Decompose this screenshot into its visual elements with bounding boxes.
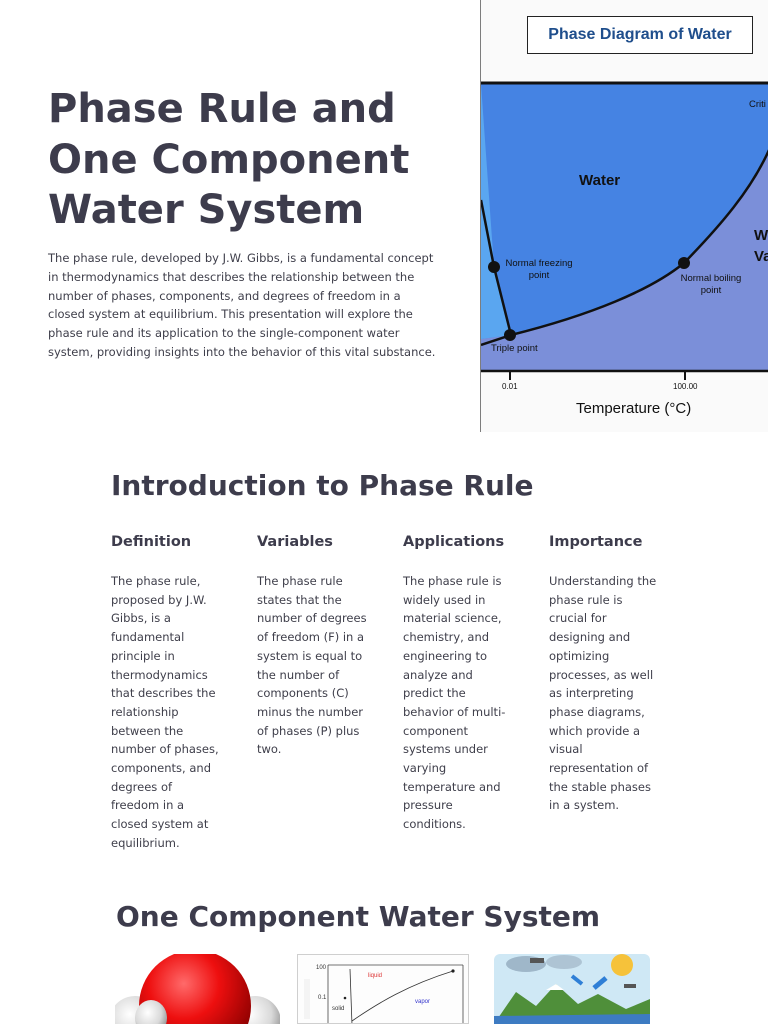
triple-point-label: Triple point	[491, 343, 538, 354]
intro-column-text: The phase rule is widely used in materia…	[403, 574, 506, 832]
vapor-region-label-2: Va	[754, 248, 768, 265]
hero-title: Phase Rule and One Component Water Syste…	[48, 86, 410, 233]
water-cycle-image	[486, 954, 662, 1024]
intro-column-text: Understanding the phase rule is crucial …	[549, 574, 657, 813]
intro-column-variables: Variables The phase rule states that the…	[257, 532, 369, 759]
oxygen-atom	[139, 954, 251, 1024]
water-molecule-image	[115, 954, 280, 1024]
plot-thumb-tick-mid: 0.1	[318, 995, 327, 1001]
water-region-label: Water	[579, 172, 621, 189]
plot-thumb-solid-label: solid	[332, 1006, 345, 1012]
hydrogen-overlap-left	[135, 1000, 167, 1024]
intro-column-applications: Applications The phase rule is widely us…	[403, 532, 515, 834]
freezing-point-marker	[488, 261, 500, 273]
intro-column-title: Importance	[549, 534, 643, 550]
intro-heading: Introduction to Phase Rule	[111, 469, 534, 502]
intro-column-title: Definition	[111, 534, 192, 550]
intro-column-text: The phase rule states that the number of…	[257, 574, 367, 757]
solid-region	[481, 84, 511, 339]
liquid-region	[481, 84, 768, 339]
diagram-title: Phase Diagram of Water	[527, 16, 753, 54]
intro-column-title: Applications	[403, 534, 505, 550]
phase-diagram-graphic	[481, 81, 768, 380]
critical-point-label: Criti	[749, 99, 766, 110]
intro-column-importance: Importance Understanding the phase rule …	[549, 532, 661, 815]
intro-column-title: Variables	[257, 534, 333, 550]
phase-plot-thumbnail: 100 0.1 liquid solid vapor	[297, 954, 469, 1024]
vapor-region-label-1: W	[754, 227, 768, 244]
x-tick-label-1: 0.01	[502, 382, 518, 391]
plot-thumb-vapor-label: vapor	[415, 999, 431, 1005]
hero-description: The phase rule, developed by J.W. Gibbs,…	[48, 251, 436, 359]
x-tick-label-2: 100.00	[673, 382, 698, 391]
intro-column-definition: Definition The phase rule, proposed by J…	[111, 532, 223, 853]
x-axis-label: Temperature (°C)	[576, 400, 692, 417]
plot-thumb-liquid-label: liquid	[368, 973, 383, 979]
water-section-heading: One Component Water System	[116, 900, 601, 933]
triple-point-marker	[504, 329, 516, 341]
phase-diagram-image: Phase Diagram of Water Criti Water W Va …	[480, 0, 768, 432]
intro-column-text: The phase rule, proposed by J.W. Gibbs, …	[111, 574, 219, 850]
plot-thumb-tick-top: 100	[316, 965, 327, 971]
boiling-point-marker	[678, 257, 690, 269]
